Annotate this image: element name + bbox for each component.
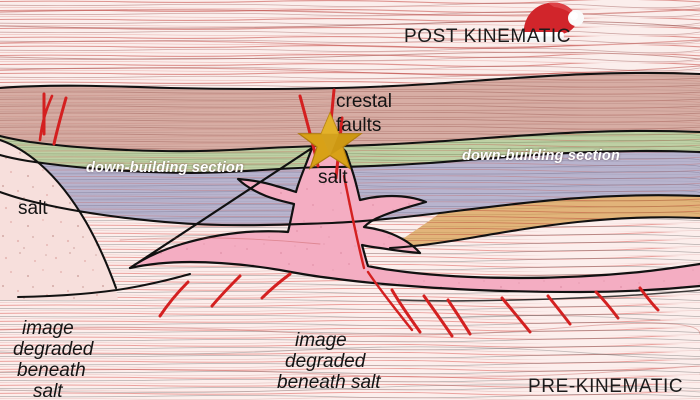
fault-pre-4 xyxy=(390,288,422,334)
fault-diapir-right xyxy=(342,174,366,270)
gold-star-icon xyxy=(297,111,363,170)
fault-pre-9 xyxy=(594,290,620,320)
brown-unit xyxy=(0,72,700,152)
fault-pre-5 xyxy=(422,294,454,338)
fault-pre-1 xyxy=(158,280,190,318)
fault-pre-10 xyxy=(638,286,660,312)
fault-pre-7 xyxy=(500,296,532,334)
fault-pre-3 xyxy=(260,272,292,300)
salt-diapir xyxy=(130,142,700,292)
post-kinematic-unit xyxy=(0,0,700,89)
green-unit xyxy=(0,130,700,173)
fault-pre-8 xyxy=(546,294,572,326)
fault-pre-6 xyxy=(446,298,472,336)
santa-hat-icon xyxy=(520,2,584,42)
fault-left-b xyxy=(52,96,68,146)
orange-unit xyxy=(390,195,700,248)
fault-lines xyxy=(38,88,660,338)
fault-pre-2 xyxy=(210,274,242,308)
salt-body-left xyxy=(0,140,118,300)
